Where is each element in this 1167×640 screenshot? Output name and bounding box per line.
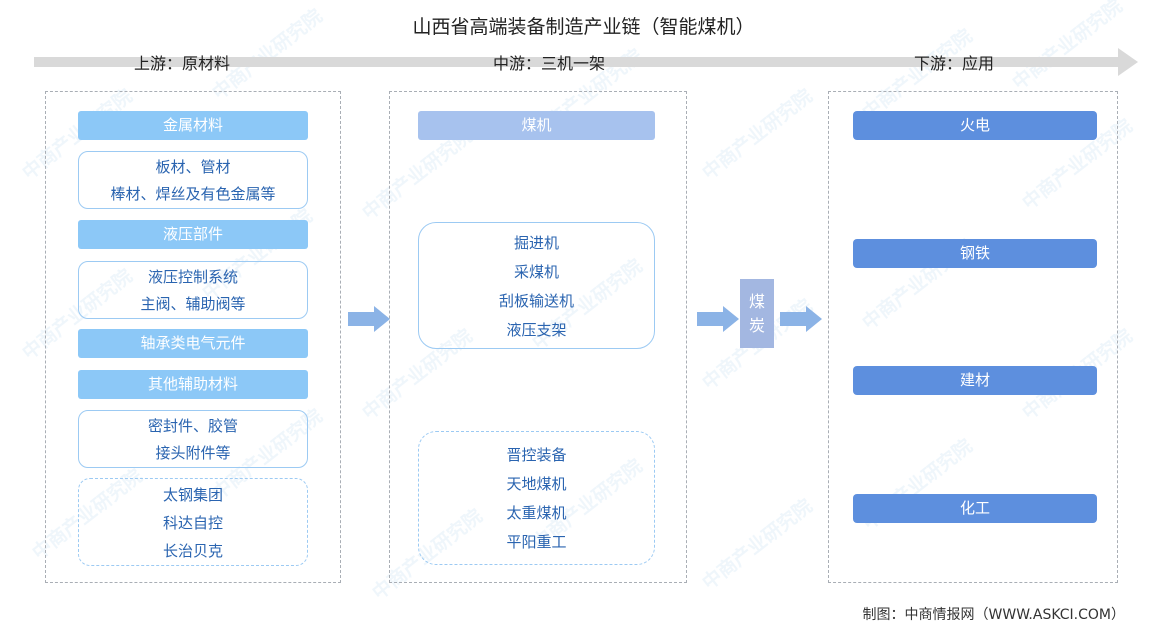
metal-item: 棒材、焊丝及有色金属等 bbox=[110, 185, 276, 203]
watermark: 中商产业研究院 bbox=[698, 85, 817, 185]
other-item: 接头附件等 bbox=[155, 444, 231, 462]
downstream-item: 钢铁 bbox=[853, 239, 1097, 268]
coal-machine-header: 煤机 bbox=[418, 111, 655, 140]
downstream-item: 化工 bbox=[853, 494, 1097, 523]
hydraulic-items-box: 液压控制系统 主阀、辅助阀等 bbox=[78, 261, 308, 319]
machine-item: 液压支架 bbox=[506, 320, 567, 339]
stage-label-upstream: 上游：原材料 bbox=[134, 54, 231, 73]
hydraulic-item: 主阀、辅助阀等 bbox=[140, 295, 246, 313]
company-name: 太钢集团 bbox=[162, 485, 223, 504]
upstream-companies-box: 太钢集团 科达自控 长治贝克 bbox=[78, 478, 308, 566]
bearing-header: 轴承类电气元件 bbox=[78, 329, 308, 358]
downstream-panel bbox=[828, 91, 1118, 583]
flow-arrow bbox=[780, 306, 822, 332]
stage-label-midstream: 中游：三机一架 bbox=[493, 54, 606, 73]
downstream-item: 建材 bbox=[853, 366, 1097, 395]
upstream-panel bbox=[45, 91, 341, 583]
other-item: 密封件、胶管 bbox=[147, 417, 238, 435]
company-name: 长治贝克 bbox=[162, 541, 223, 560]
diagram-title: 山西省高端装备制造产业链（智能煤机） bbox=[412, 16, 755, 38]
hydraulic-header: 液压部件 bbox=[78, 220, 308, 249]
machine-item: 采煤机 bbox=[513, 262, 559, 281]
metal-header: 金属材料 bbox=[78, 111, 308, 140]
company-name: 平阳重工 bbox=[506, 533, 567, 551]
machine-item: 掘进机 bbox=[513, 233, 559, 252]
downstream-item: 火电 bbox=[853, 111, 1097, 140]
machines-box: 掘进机 采煤机 刮板输送机 液压支架 bbox=[418, 222, 655, 349]
company-name: 科达自控 bbox=[162, 513, 223, 532]
coal-char: 煤 bbox=[748, 291, 765, 311]
midstream-panel bbox=[389, 91, 687, 583]
metal-item: 板材、管材 bbox=[155, 158, 231, 176]
company-name: 太重煤机 bbox=[506, 504, 567, 522]
hydraulic-item: 液压控制系统 bbox=[147, 268, 238, 286]
other-items-box: 密封件、胶管 接头附件等 bbox=[78, 410, 308, 468]
source-footer: 制图：中商情报网（WWW.ASKCI.COM） bbox=[862, 607, 1125, 623]
watermark: 中商产业研究院 bbox=[698, 495, 817, 595]
other-header: 其他辅助材料 bbox=[78, 370, 308, 399]
coal-box: 煤 炭 bbox=[740, 279, 774, 348]
chain-arrow-shaft bbox=[34, 57, 1120, 67]
company-name: 晋控装备 bbox=[506, 446, 567, 464]
stage-label-downstream: 下游：应用 bbox=[914, 54, 995, 73]
flow-arrow bbox=[697, 306, 739, 332]
midstream-companies-box: 晋控装备 天地煤机 太重煤机 平阳重工 bbox=[418, 431, 655, 565]
chain-arrow-head bbox=[1118, 48, 1138, 76]
coal-char: 炭 bbox=[748, 315, 765, 335]
machine-item: 刮板输送机 bbox=[498, 291, 574, 310]
metal-items-box: 板材、管材 棒材、焊丝及有色金属等 bbox=[78, 151, 308, 209]
company-name: 天地煤机 bbox=[506, 475, 567, 493]
flow-arrow bbox=[348, 306, 390, 332]
